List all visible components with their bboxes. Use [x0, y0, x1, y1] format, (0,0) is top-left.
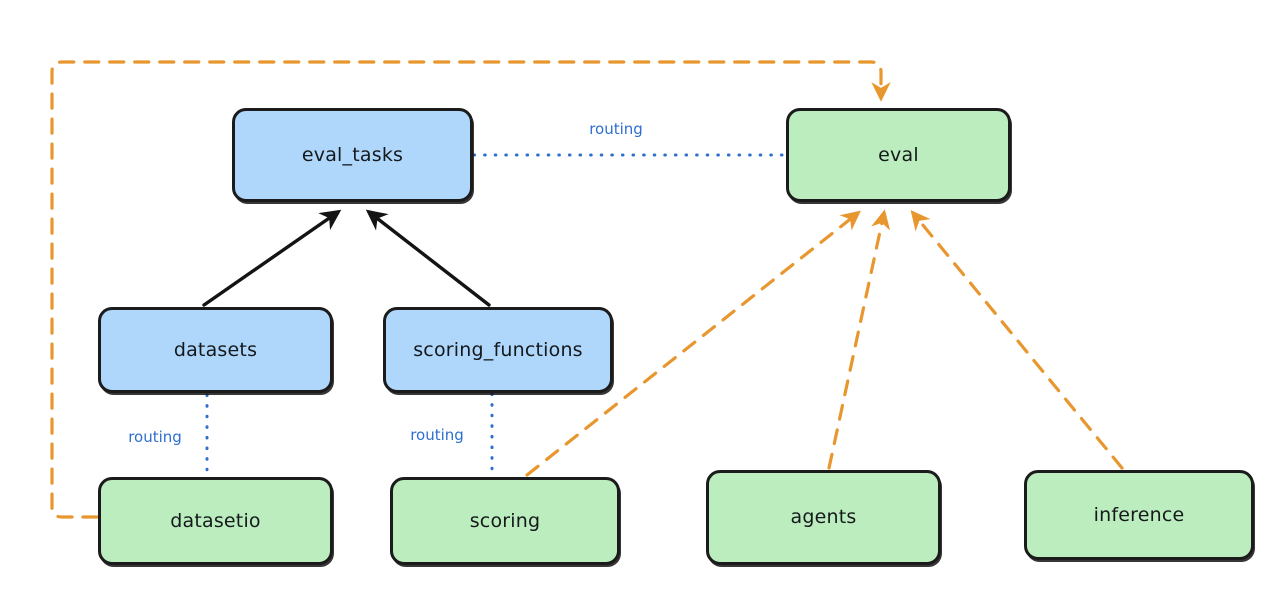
node-label-eval-tasks: eval_tasks [301, 143, 404, 166]
edge-datasets-to-eval-tasks [202, 209, 342, 307]
node-label-datasets: datasets [173, 338, 258, 361]
edge-scoring-to-eval [525, 210, 861, 477]
edge-label-routing-eval-tasks: routing [589, 120, 643, 138]
node-scoring-functions[interactable]: scoring_functions [383, 307, 613, 393]
node-label-eval: eval [878, 143, 919, 166]
node-datasetio[interactable]: datasetio [98, 477, 333, 565]
edge-label-routing-scoring-functions: routing [410, 426, 464, 444]
edge-scoring-functions-to-eval-tasks [365, 209, 491, 307]
node-label-datasetio: datasetio [170, 509, 261, 532]
node-label-agents: agents [790, 506, 857, 529]
node-inference[interactable]: inference [1024, 470, 1254, 560]
node-eval[interactable]: eval [786, 108, 1011, 202]
edge-label-routing-datasets: routing [128, 428, 182, 446]
node-label-scoring-functions: scoring_functions [413, 338, 583, 361]
node-label-scoring: scoring [469, 509, 541, 532]
node-scoring[interactable]: scoring [390, 477, 620, 565]
node-datasets[interactable]: datasets [98, 307, 333, 393]
node-agents[interactable]: agents [706, 470, 941, 565]
node-label-inference: inference [1093, 503, 1185, 526]
edge-inference-to-eval [910, 210, 1124, 470]
edge-agents-to-eval [827, 209, 891, 470]
node-eval-tasks[interactable]: eval_tasks [232, 108, 473, 202]
